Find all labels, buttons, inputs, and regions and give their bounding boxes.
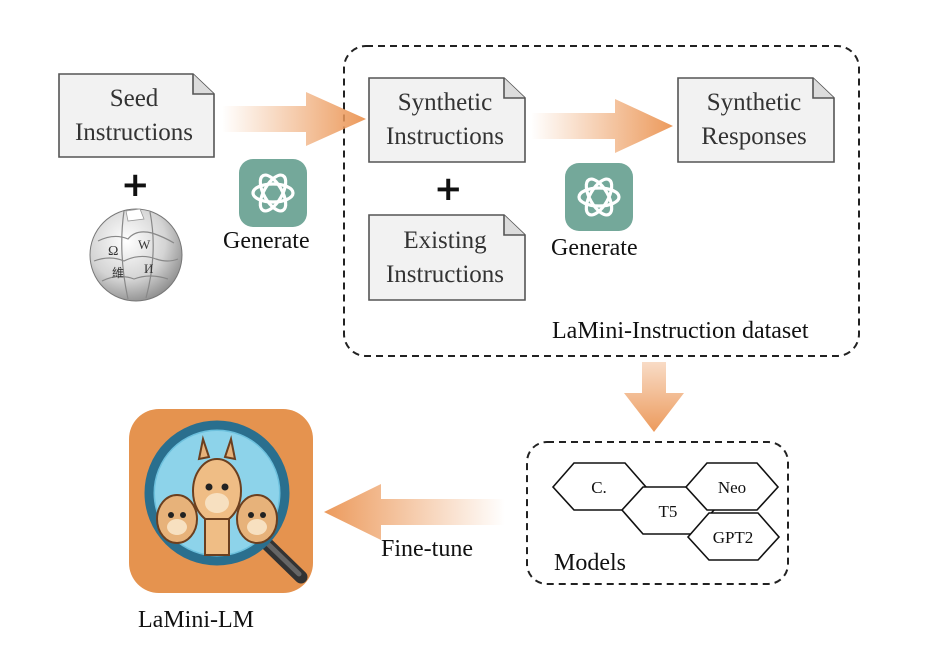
plus-sign-existing: +: [434, 169, 463, 209]
existing-line2: Instructions: [385, 261, 505, 288]
svg-text:維: 維: [112, 266, 124, 280]
plus-sign-seed: +: [121, 165, 150, 205]
existing-instructions-doc: [368, 214, 526, 301]
model-hexagon-gpt2: [686, 512, 781, 561]
model-gpt2-label: GPT2: [713, 528, 754, 547]
models-container: [526, 441, 789, 585]
synthetic-responses-doc: [677, 77, 835, 163]
seed-line1: Seed: [109, 85, 159, 112]
openai-logo-icon-2: [565, 163, 633, 231]
model-t5-label: T5: [659, 502, 678, 521]
model-c-label: C.: [591, 478, 607, 497]
generate-label-2: Generate: [551, 235, 638, 261]
dataset-container: [343, 45, 860, 357]
synthetic-instr-line2: Instructions: [385, 123, 505, 150]
arrow-seed-to-synthetic: [222, 92, 366, 146]
models-title: Models: [554, 550, 626, 576]
synthetic-instructions-doc: [368, 77, 526, 163]
arrow-finetune: [324, 484, 505, 540]
seed-instructions-doc: [58, 73, 215, 158]
synthetic-responses-text: Synthetic Responses: [678, 84, 830, 156]
generate-label-1: Generate: [223, 228, 310, 254]
arrow-synthetic-to-responses: [531, 99, 673, 153]
existing-instructions-text: Existing Instructions: [369, 222, 521, 294]
synthetic-resp-line2: Responses: [701, 123, 807, 150]
model-hexagon-neo: [684, 462, 780, 511]
svg-text:И: И: [144, 261, 153, 276]
seed-line2: Instructions: [74, 119, 194, 146]
finetune-label: Fine-tune: [381, 536, 473, 562]
existing-line1: Existing: [403, 227, 487, 254]
wikipedia-globe-icon: Ω W И 維: [89, 208, 183, 302]
openai-logo-icon: [239, 159, 307, 227]
svg-text:W: W: [138, 237, 151, 252]
arrow-dataset-to-models: [624, 362, 684, 432]
seed-instructions-text: Seed Instructions: [59, 80, 209, 152]
synthetic-instr-line1: Synthetic: [397, 89, 493, 116]
svg-text:Ω: Ω: [108, 244, 118, 259]
output-model-label: LaMini-LM: [138, 607, 254, 633]
lamini-llama-magnifier-icon: [129, 409, 313, 593]
synthetic-resp-line1: Synthetic: [706, 89, 802, 116]
model-neo-label: Neo: [718, 478, 746, 497]
synthetic-instructions-text: Synthetic Instructions: [369, 84, 521, 156]
dataset-label: LaMini-Instruction dataset: [552, 318, 809, 344]
